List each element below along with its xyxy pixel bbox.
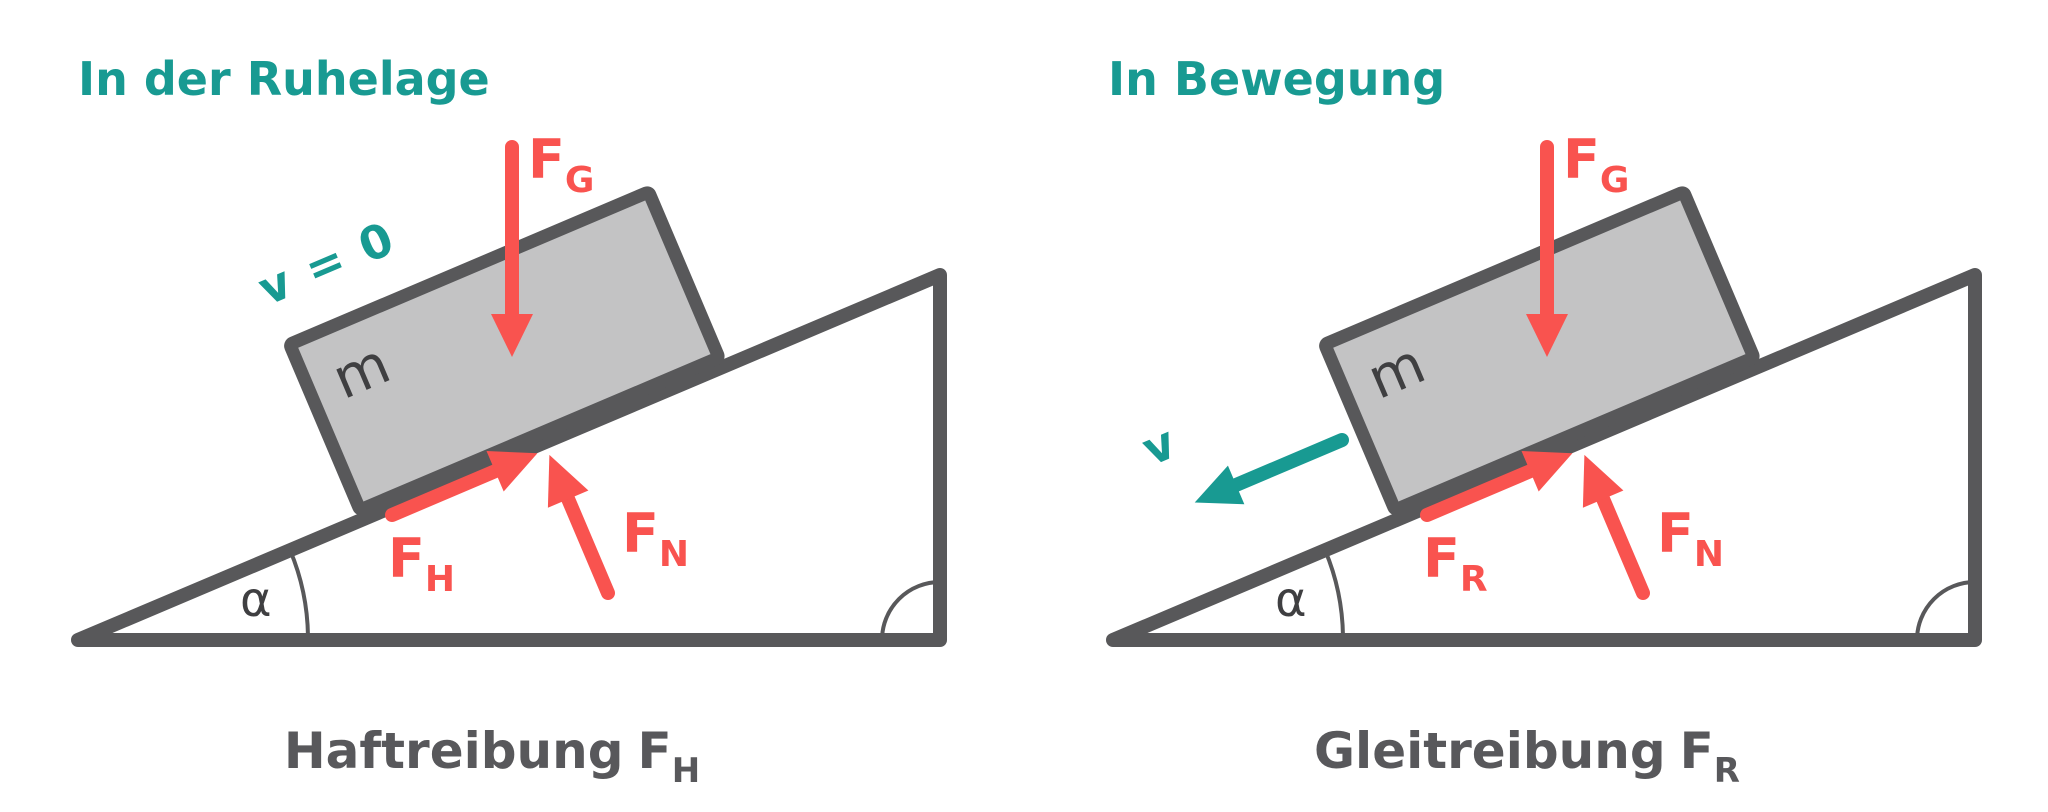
caption-subscript: H (672, 751, 700, 791)
gravity-arrow-head (491, 314, 533, 357)
friction-arrow-head (486, 450, 538, 492)
force-subscript: H (425, 559, 455, 600)
force-subscript: G (1600, 160, 1630, 201)
left-normal-arrow (547, 454, 615, 600)
force-symbol: F (1657, 502, 1694, 565)
normal-arrow-shaft (561, 492, 615, 600)
caption-subscript: R (1714, 751, 1740, 791)
caption-text: Haftreibung (284, 722, 624, 780)
left-right-angle-arc (880, 580, 941, 641)
force-symbol: F (388, 527, 425, 590)
right-velocity-arrow (1194, 433, 1349, 505)
right-angle-arc (1323, 549, 1346, 641)
force-subscript: N (659, 534, 689, 575)
force-symbol: F (528, 128, 565, 191)
diagram-in-motion: In Bewegung α m v FG FR (1106, 52, 1982, 791)
right-friction-arrow (1420, 450, 1573, 522)
force-symbol: F (1563, 128, 1600, 191)
friction-arrow-shaft (1420, 464, 1538, 522)
right-normal-arrow (1582, 454, 1650, 600)
force-symbol: F (622, 502, 659, 565)
left-mass-block (284, 186, 725, 516)
left-mass-block-group: m (284, 186, 725, 516)
force-symbol: F (1423, 527, 1460, 590)
right-right-angle-arc (1915, 580, 1976, 641)
force-subscript: N (1694, 534, 1724, 575)
left-angle-label: α (240, 572, 272, 628)
caption-symbol: F (638, 722, 672, 780)
right-friction-force-label: FR (1423, 527, 1488, 600)
caption-text: Gleitreibung (1314, 722, 1666, 780)
right-normal-force-label: FN (1657, 502, 1724, 575)
normal-arrow-head (547, 454, 589, 508)
right-angle-label: α (1275, 572, 1307, 628)
right-gravity-force-label: FG (1563, 128, 1629, 201)
left-friction-force-label: FH (388, 527, 455, 600)
left-gravity-force-label: FG (528, 128, 594, 201)
right-mass-block (1319, 186, 1760, 516)
right-heading: In Bewegung (1108, 52, 1445, 106)
caption-symbol: F (1680, 722, 1714, 780)
left-friction-arrow (385, 450, 538, 522)
diagram-at-rest: In der Ruhelage α m v = 0 FG FH (71, 52, 947, 791)
normal-arrow-head (1582, 454, 1624, 508)
velocity-arrow-head (1194, 465, 1245, 505)
right-gravity-arrow (1526, 140, 1568, 357)
right-mass-block-group: m (1319, 186, 1760, 516)
force-subscript: R (1460, 559, 1488, 600)
force-subscript: G (565, 160, 595, 201)
normal-arrow-shaft (1596, 492, 1650, 600)
gravity-arrow-head (1526, 314, 1568, 357)
friction-arrow-shaft (385, 464, 503, 522)
left-heading: In der Ruhelage (78, 52, 490, 106)
left-angle-arc (288, 549, 311, 641)
velocity-arrow-shaft (1229, 433, 1349, 492)
right-velocity-label: v (1134, 414, 1185, 476)
friction-arrow-head (1521, 450, 1573, 492)
left-gravity-arrow (491, 140, 533, 357)
left-normal-force-label: FN (622, 502, 689, 575)
